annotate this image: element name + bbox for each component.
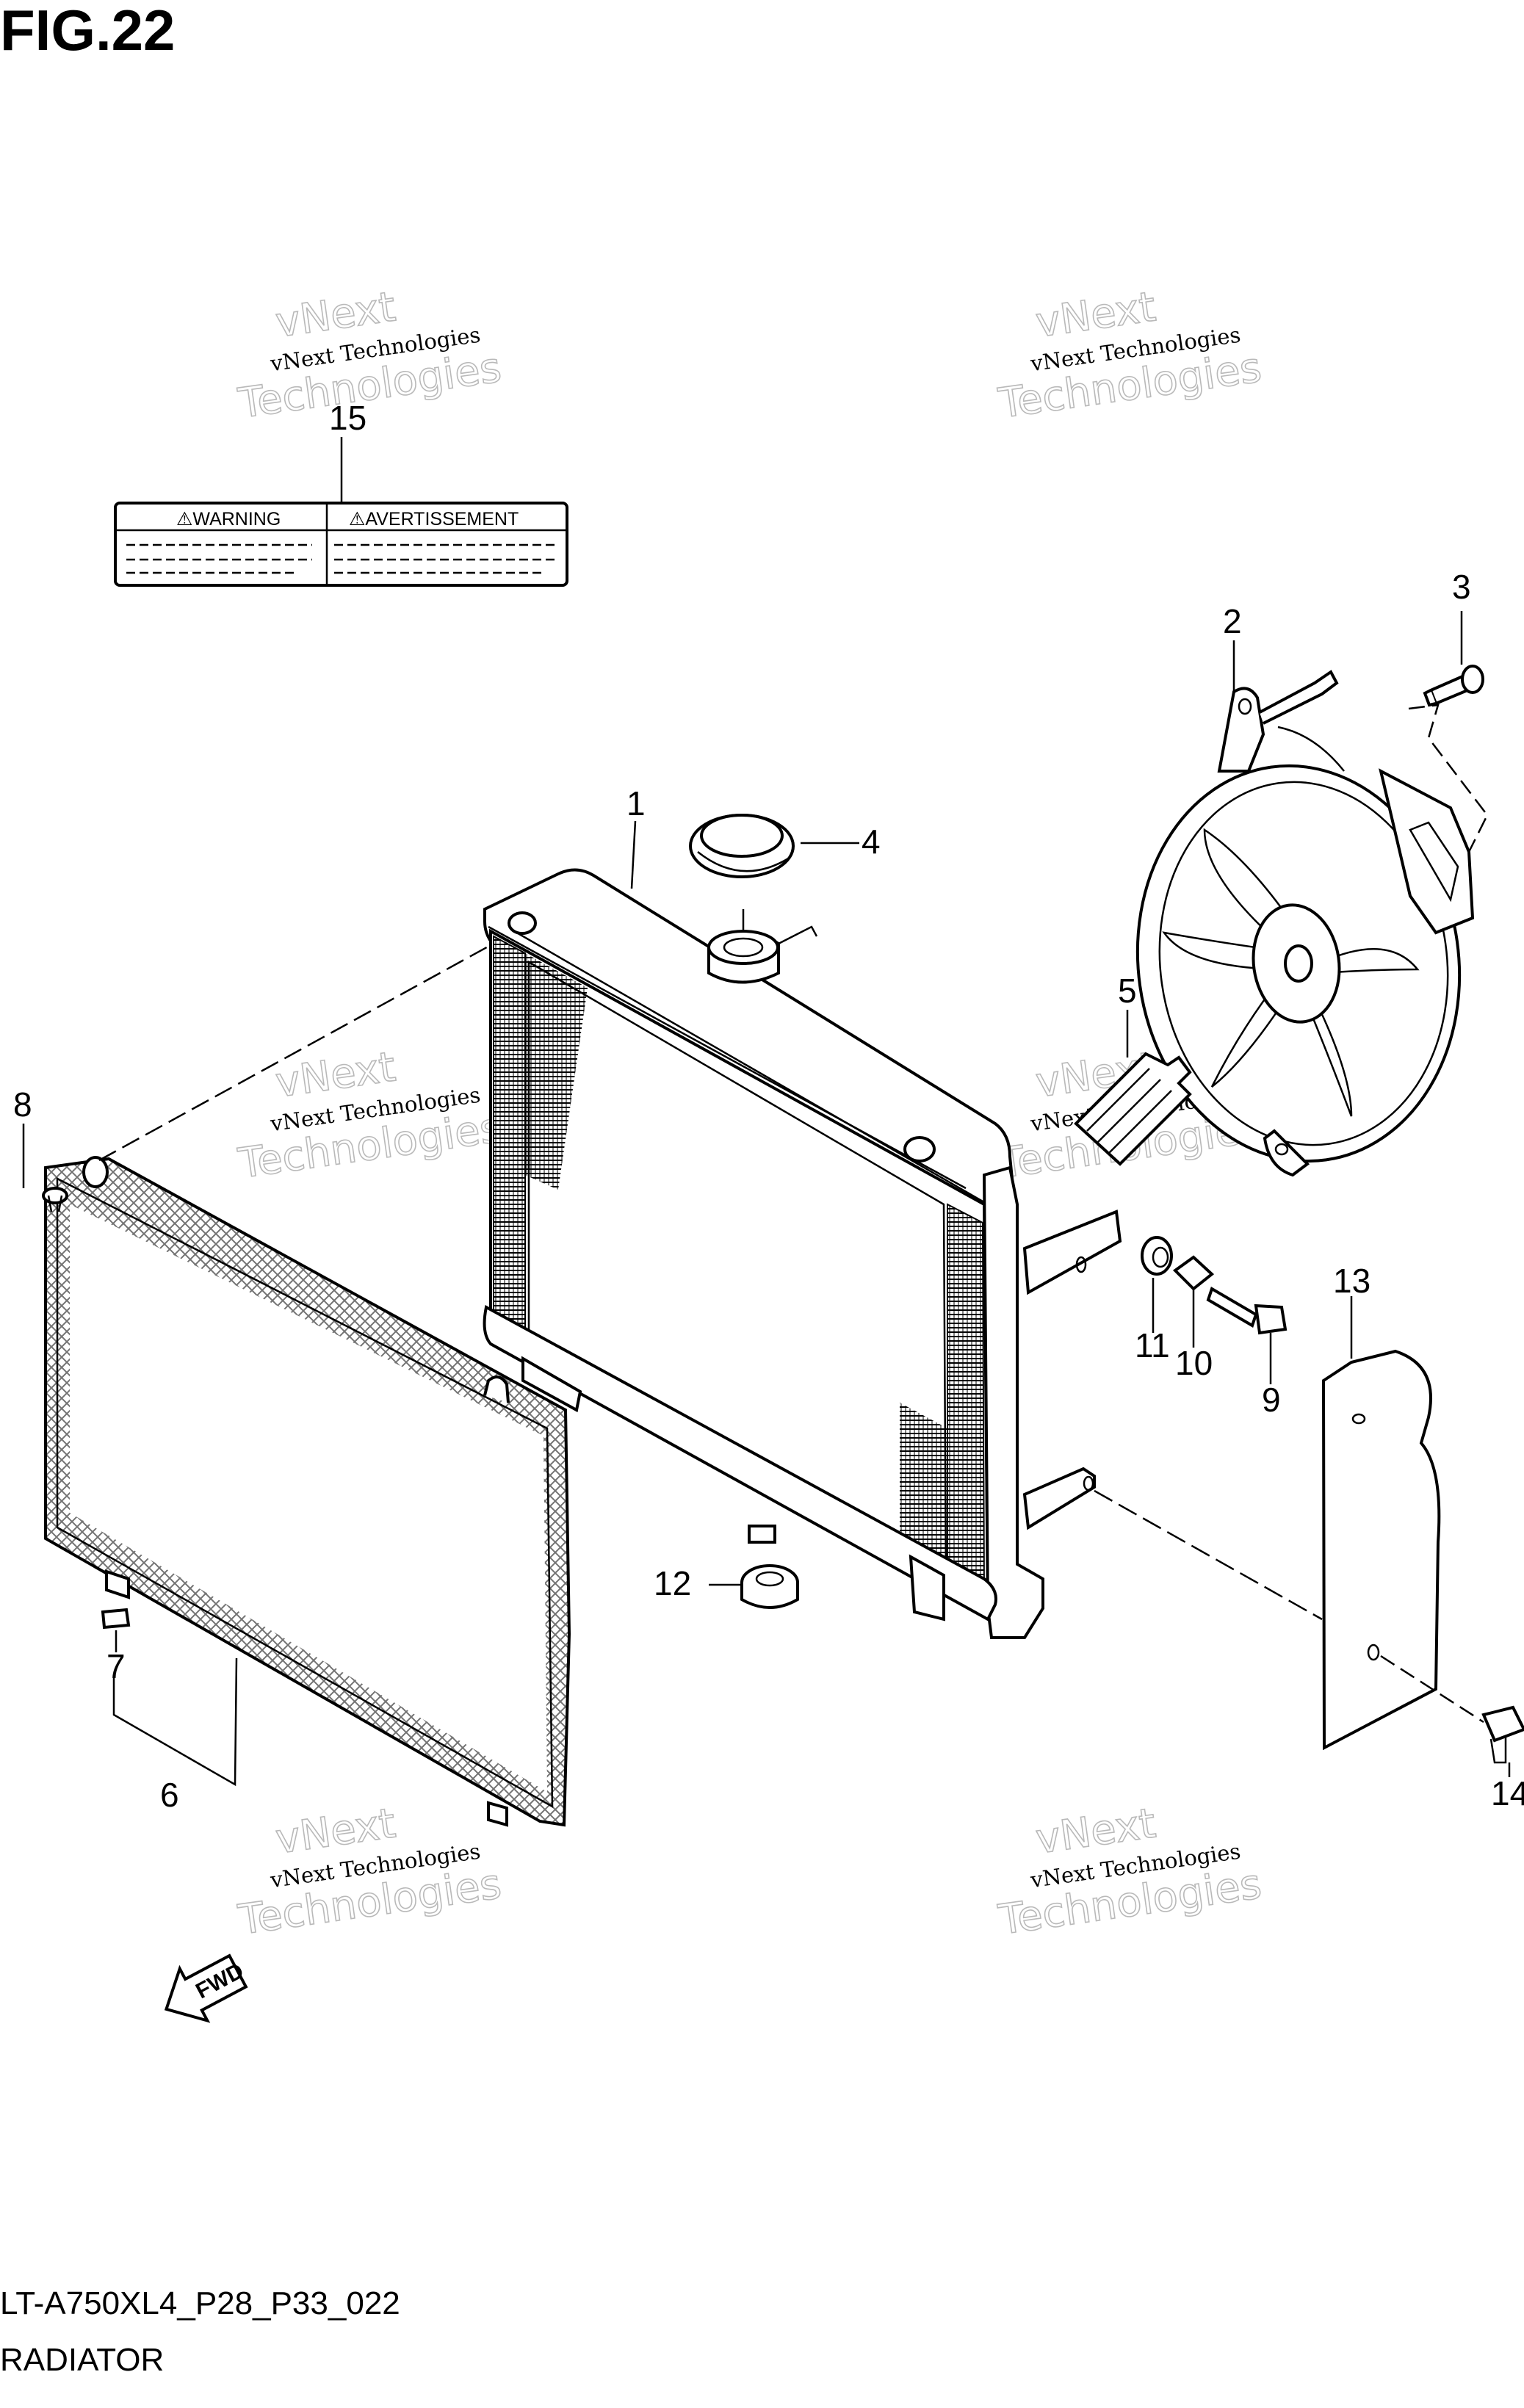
callout-12: 12 — [654, 1564, 691, 1602]
diagram-name: RADIATOR — [0, 2342, 165, 2378]
callout-11: 11 — [1135, 1326, 1170, 1364]
radiator-screen-part-6 — [44, 1156, 571, 1827]
callout-2: 2 — [1223, 602, 1242, 640]
clip-part-8 — [42, 1187, 68, 1212]
clip-part-7 — [101, 1608, 131, 1630]
warning-label-part-15: ⚠WARNING ⚠AVERTISSEMENT — [114, 502, 568, 587]
callout-3: 3 — [1452, 568, 1471, 606]
watermark-bottom-left: vNext Technologies vNext Technologies — [234, 1799, 505, 1945]
cooling-fan-part-2 — [1135, 670, 1475, 1177]
callout-15: 15 — [329, 399, 366, 437]
callout-1: 1 — [626, 784, 646, 822]
callout-7: 7 — [106, 1647, 126, 1685]
plate-part-13 — [1321, 1349, 1441, 1751]
callout-4: 4 — [862, 822, 881, 861]
leader-lines — [22, 437, 1511, 1787]
figure-title: FIG.22 — [0, 0, 176, 62]
callout-6: 6 — [160, 1776, 179, 1814]
callout-9: 9 — [1262, 1381, 1281, 1419]
radiator-cap-part-4 — [689, 814, 795, 878]
forward-arrow-icon: FWD — [164, 1953, 248, 2023]
bolt-part-3 — [1423, 665, 1484, 707]
radiator-part-1 — [483, 868, 1122, 1639]
callout-8: 8 — [13, 1085, 32, 1124]
collar-part-10 — [1172, 1255, 1215, 1291]
callout-14: 14 — [1491, 1774, 1524, 1812]
callout-13: 13 — [1333, 1262, 1370, 1300]
thermo-switch-part-5 — [1074, 1052, 1192, 1166]
diagram-code: LT-A750XL4_P28_P33_022 — [0, 2285, 400, 2321]
watermark-top-right: vNext Technologies vNext Technologies — [994, 283, 1265, 429]
watermark-middle-left: vNext Technologies vNext Technologies — [234, 1043, 505, 1189]
warning-text: ⚠WARNING — [176, 509, 281, 529]
callout-5: 5 — [1118, 972, 1137, 1010]
watermark-bottom-right: vNext Technologies vNext Technologies — [994, 1799, 1265, 1945]
bolt-part-9 — [1206, 1287, 1288, 1335]
avertissement-text: ⚠AVERTISSEMENT — [349, 509, 519, 529]
clip-part-14 — [1481, 1705, 1524, 1764]
grommet-part-11 — [1141, 1236, 1173, 1276]
callout-10: 10 — [1175, 1344, 1213, 1382]
grommet-part-12 — [740, 1564, 799, 1609]
